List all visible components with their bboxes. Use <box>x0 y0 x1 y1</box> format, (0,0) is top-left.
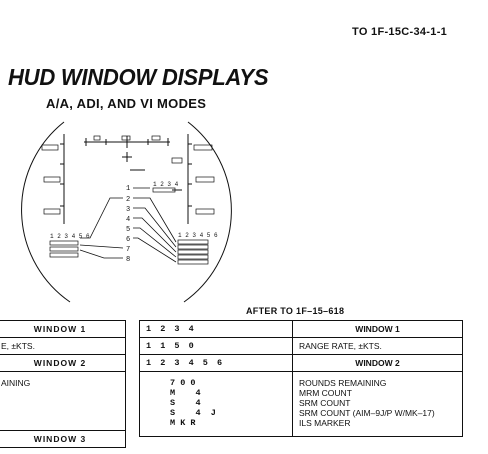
desc-line: ILS MARKER <box>299 418 351 428</box>
code-line: M 4 <box>170 388 201 398</box>
code-line: S 4 <box>170 398 201 408</box>
callout-2: 2 <box>126 196 130 204</box>
table-row: WINDOW 1 <box>0 320 126 338</box>
table-cell: WINDOW 2 <box>0 354 126 372</box>
table-row: 1 1 5 0 RANGE RATE, ±KTS. <box>139 337 463 355</box>
window2-descriptions: ROUNDS REMAINING MRM COUNT SRM COUNT SRM… <box>292 371 463 437</box>
table-cell: E, ±KTS. <box>0 337 126 355</box>
document-number: TO 1F-15C-34-1-1 <box>352 26 448 38</box>
page-subtitle: A/A, ADI, AND VI MODES <box>46 96 207 111</box>
window-digits-small: 1 2 3 4 <box>153 181 179 188</box>
window-digits-right: 1 2 3 4 5 6 <box>178 232 218 239</box>
table-row: 1 2 3 4 5 6 WINDOW 2 <box>139 354 463 372</box>
callout-8: 8 <box>126 256 130 264</box>
callout-6: 6 <box>126 236 130 244</box>
table-row: 1 2 3 4 WINDOW 1 <box>139 320 463 338</box>
window1-header-code: 1 2 3 4 <box>139 320 293 338</box>
callout-3: 3 <box>126 206 130 214</box>
callout-5: 5 <box>126 226 130 234</box>
leader-lines <box>79 187 177 263</box>
hud-circle-left <box>21 121 71 303</box>
window-table-left: WINDOW 1 E, ±KTS. WINDOW 2 AINING WINDOW… <box>0 320 126 448</box>
window2-codes: 7 0 0 M 4 S 4 S 4 J M K R <box>139 371 293 437</box>
code-line: M K R <box>170 418 196 428</box>
desc-line: SRM COUNT (AIM–9J/P W/MK–17) <box>299 408 435 418</box>
code-line: 7 0 0 <box>170 378 196 388</box>
table-cell: AINING <box>0 371 126 431</box>
window1-header-label: WINDOW 1 <box>292 320 463 338</box>
callout-7: 7 <box>126 246 130 254</box>
desc-line: ROUNDS REMAINING <box>299 378 387 388</box>
hud-diagram: 1 2 3 4 5 6 1 2 3 4 5 6 1 2 3 4 1 2 3 4 … <box>21 121 232 303</box>
window-table-right: 1 2 3 4 WINDOW 1 1 1 5 0 RANGE RATE, ±KT… <box>139 320 463 437</box>
window1-row-desc: RANGE RATE, ±KTS. <box>292 337 463 355</box>
window2-header-code: 1 2 3 4 5 6 <box>139 354 293 372</box>
window-block-right: 1 2 3 4 5 6 <box>177 232 218 265</box>
table-cell: WINDOW 1 <box>0 320 126 338</box>
table-row: 7 0 0 M 4 S 4 S 4 J M K R ROUNDS REMAINI… <box>139 371 463 437</box>
table-cell: WINDOW 3 <box>0 430 126 448</box>
callout-4: 4 <box>126 216 130 224</box>
code-line: S 4 J <box>170 408 216 418</box>
window2-header-label: WINDOW 2 <box>292 354 463 372</box>
window1-row-code: 1 1 5 0 <box>139 337 293 355</box>
table-row: E, ±KTS. <box>0 337 126 355</box>
desc-line: SRM COUNT <box>299 398 351 408</box>
table-row: WINDOW 2 <box>0 354 126 372</box>
window-small: 1 2 3 4 <box>152 181 179 193</box>
hud-circle-right <box>183 121 232 303</box>
revision-label: AFTER TO 1F–15–618 <box>246 306 345 316</box>
table-row: WINDOW 3 <box>0 430 126 448</box>
window-digits-left: 1 2 3 4 5 6 <box>50 233 90 240</box>
window-block-left: 1 2 3 4 5 6 <box>49 233 90 258</box>
callout-1: 1 <box>126 185 130 193</box>
table-row: AINING <box>0 371 126 431</box>
callout-numbers: 1 2 3 4 5 6 7 8 <box>126 185 130 264</box>
page-title: HUD WINDOW DISPLAYS <box>8 64 269 90</box>
desc-line: MRM COUNT <box>299 388 352 398</box>
